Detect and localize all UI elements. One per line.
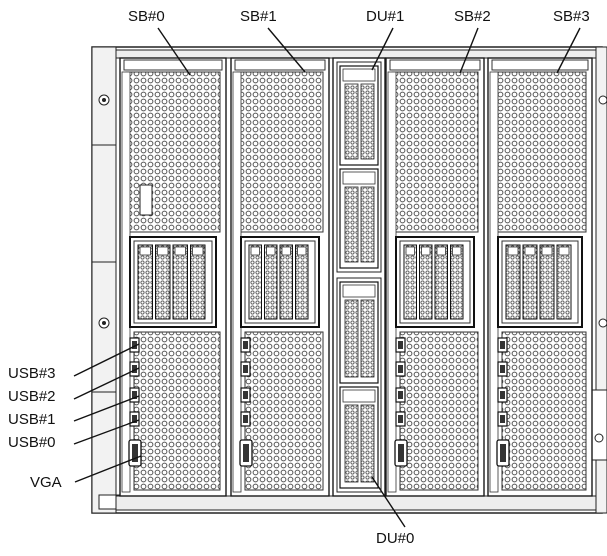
label-sb1: SB#1	[240, 8, 277, 25]
label-sb2: SB#2	[454, 8, 491, 25]
drive-slot	[172, 244, 188, 320]
drive-slot	[137, 244, 153, 320]
drive-slot	[505, 244, 521, 320]
drive-slot	[279, 244, 293, 320]
drive-slot	[450, 244, 464, 320]
label-du1: DU#1	[366, 8, 405, 25]
drive-slot	[434, 244, 448, 320]
drive-slot	[539, 244, 555, 320]
leader-usb2	[73, 367, 140, 400]
leader-sb1	[267, 27, 306, 73]
drive-slot	[522, 244, 538, 320]
drive-slot	[419, 244, 433, 320]
system-board-sb2	[385, 57, 485, 497]
drive-slot	[190, 244, 206, 320]
drive-slot	[264, 244, 278, 320]
leader-du1	[371, 27, 394, 71]
drive-slot	[403, 244, 417, 320]
leader-vga	[74, 455, 142, 483]
drive-slot	[295, 244, 309, 320]
leader-usb3	[73, 343, 140, 377]
drive-slot	[248, 244, 262, 320]
leader-du0	[371, 476, 406, 528]
drive-slot	[556, 244, 572, 320]
label-vga: VGA	[30, 474, 62, 491]
label-sb0: SB#0	[128, 8, 165, 25]
drive-unit-du0	[336, 277, 382, 493]
drive-unit-column	[332, 57, 386, 497]
leader-sb0	[157, 27, 191, 76]
label-usb1: USB#1	[8, 411, 56, 428]
leader-lines	[73, 27, 581, 528]
drive-unit-du1	[336, 61, 382, 273]
leader-sb2	[459, 27, 479, 74]
label-usb3: USB#3	[8, 365, 56, 382]
leader-sb3	[556, 27, 581, 74]
system-board-sb3	[487, 57, 593, 497]
label-sb3: SB#3	[553, 8, 590, 25]
label-du0: DU#0	[376, 530, 415, 547]
drive-slot	[155, 244, 171, 320]
label-usb0: USB#0	[8, 434, 56, 451]
system-board-sb1	[230, 57, 330, 497]
label-usb2: USB#2	[8, 388, 56, 405]
system-board-sb0	[119, 57, 227, 497]
leader-usb0	[73, 419, 140, 445]
leader-usb1	[73, 395, 140, 422]
